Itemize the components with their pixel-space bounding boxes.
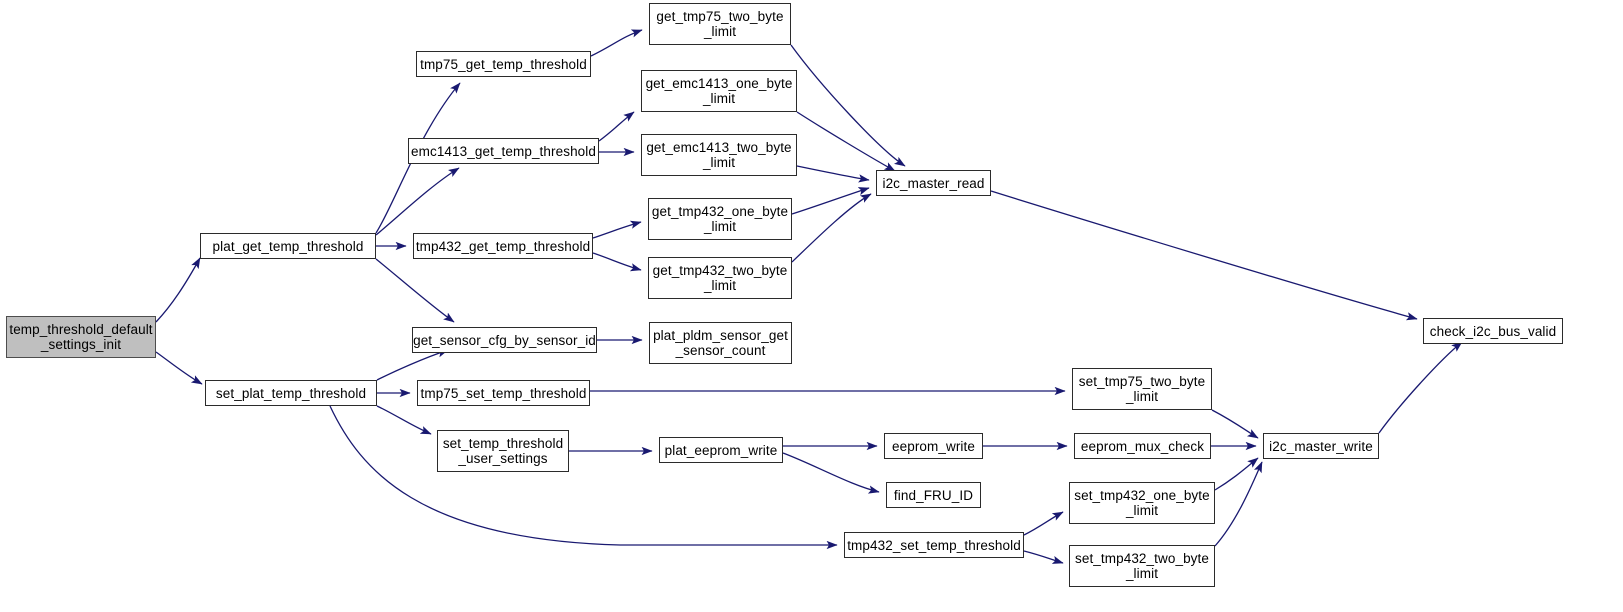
call-edge	[790, 44, 906, 167]
call-edge	[1214, 457, 1259, 491]
graph-node-tmp75-get-temp-threshold[interactable]: tmp75_get_temp_threshold	[416, 51, 591, 77]
graph-node-emc1413-get-temp-threshold[interactable]: emc1413_get_temp_threshold	[408, 138, 599, 164]
graph-node-i2c-master-read[interactable]: i2c_master_read	[876, 170, 991, 196]
call-edge	[791, 187, 870, 215]
graph-node-set-tmp432-one-byte-limit[interactable]: set_tmp432_one_byte _limit	[1069, 482, 1215, 524]
call-edge	[990, 190, 1418, 321]
call-edge	[592, 220, 642, 239]
call-edge	[1378, 341, 1463, 434]
call-edge	[155, 257, 201, 323]
call-edge	[1211, 409, 1259, 439]
call-edge	[590, 29, 643, 57]
graph-node-get-sensor-cfg-by-sensor-id[interactable]: get_sensor_cfg_by_sensor_id	[412, 327, 597, 353]
graph-node-get-emc1413-one-byte-limit[interactable]: get_emc1413_one_byte _limit	[641, 70, 797, 112]
graph-node-plat-get-temp-threshold[interactable]: plat_get_temp_threshold	[200, 233, 376, 259]
graph-node-eeprom-mux-check[interactable]: eeprom_mux_check	[1074, 433, 1211, 459]
call-edge	[375, 258, 455, 323]
call-edge	[155, 351, 203, 385]
graph-node-set-tmp75-two-byte-limit[interactable]: set_tmp75_two_byte _limit	[1072, 368, 1212, 410]
graph-node-get-emc1413-two-byte-limit[interactable]: get_emc1413_two_byte _limit	[641, 134, 797, 176]
graph-node-eeprom-write[interactable]: eeprom_write	[884, 433, 983, 459]
call-edge	[796, 165, 870, 183]
call-edge	[1214, 461, 1263, 547]
graph-node-get-tmp432-two-byte-limit[interactable]: get_tmp432_two_byte _limit	[648, 257, 792, 299]
graph-node-temp-threshold-default-settings-init[interactable]: temp_threshold_default _settings_init	[6, 316, 156, 358]
graph-node-tmp75-set-temp-threshold[interactable]: tmp75_set_temp_threshold	[417, 380, 590, 406]
call-edge	[329, 405, 838, 550]
graph-node-tmp432-get-temp-threshold[interactable]: tmp432_get_temp_threshold	[413, 233, 593, 259]
call-edge	[782, 452, 880, 494]
call-edge	[796, 111, 896, 172]
graph-node-set-temp-threshold-user-settings[interactable]: set_temp_threshold _user_settings	[437, 430, 569, 472]
graph-node-plat-pldm-sensor-get-sensor-count[interactable]: plat_pldm_sensor_get _sensor_count	[649, 322, 792, 364]
call-edge	[1023, 550, 1064, 564]
graph-node-set-tmp432-two-byte-limit[interactable]: set_tmp432_two_byte _limit	[1069, 545, 1215, 587]
graph-node-set-plat-temp-threshold[interactable]: set_plat_temp_threshold	[205, 380, 377, 406]
graph-node-i2c-master-write[interactable]: i2c_master_write	[1263, 433, 1379, 459]
call-edge	[592, 252, 642, 272]
graph-node-plat-eeprom-write[interactable]: plat_eeprom_write	[659, 437, 783, 463]
call-edge	[375, 167, 460, 236]
call-edge	[376, 349, 449, 381]
graph-node-check-i2c-bus-valid[interactable]: check_i2c_bus_valid	[1423, 318, 1563, 344]
call-edge	[1023, 511, 1064, 536]
graph-node-get-tmp432-one-byte-limit[interactable]: get_tmp432_one_byte _limit	[648, 198, 792, 240]
graph-node-find-FRU-ID[interactable]: find_FRU_ID	[886, 482, 981, 508]
call-edge	[791, 193, 872, 263]
call-edge	[598, 111, 635, 142]
graph-node-get-tmp75-two-byte-limit[interactable]: get_tmp75_two_byte _limit	[649, 3, 791, 45]
call-edge	[376, 405, 432, 435]
graph-node-tmp432-set-temp-threshold[interactable]: tmp432_set_temp_threshold	[844, 532, 1024, 558]
